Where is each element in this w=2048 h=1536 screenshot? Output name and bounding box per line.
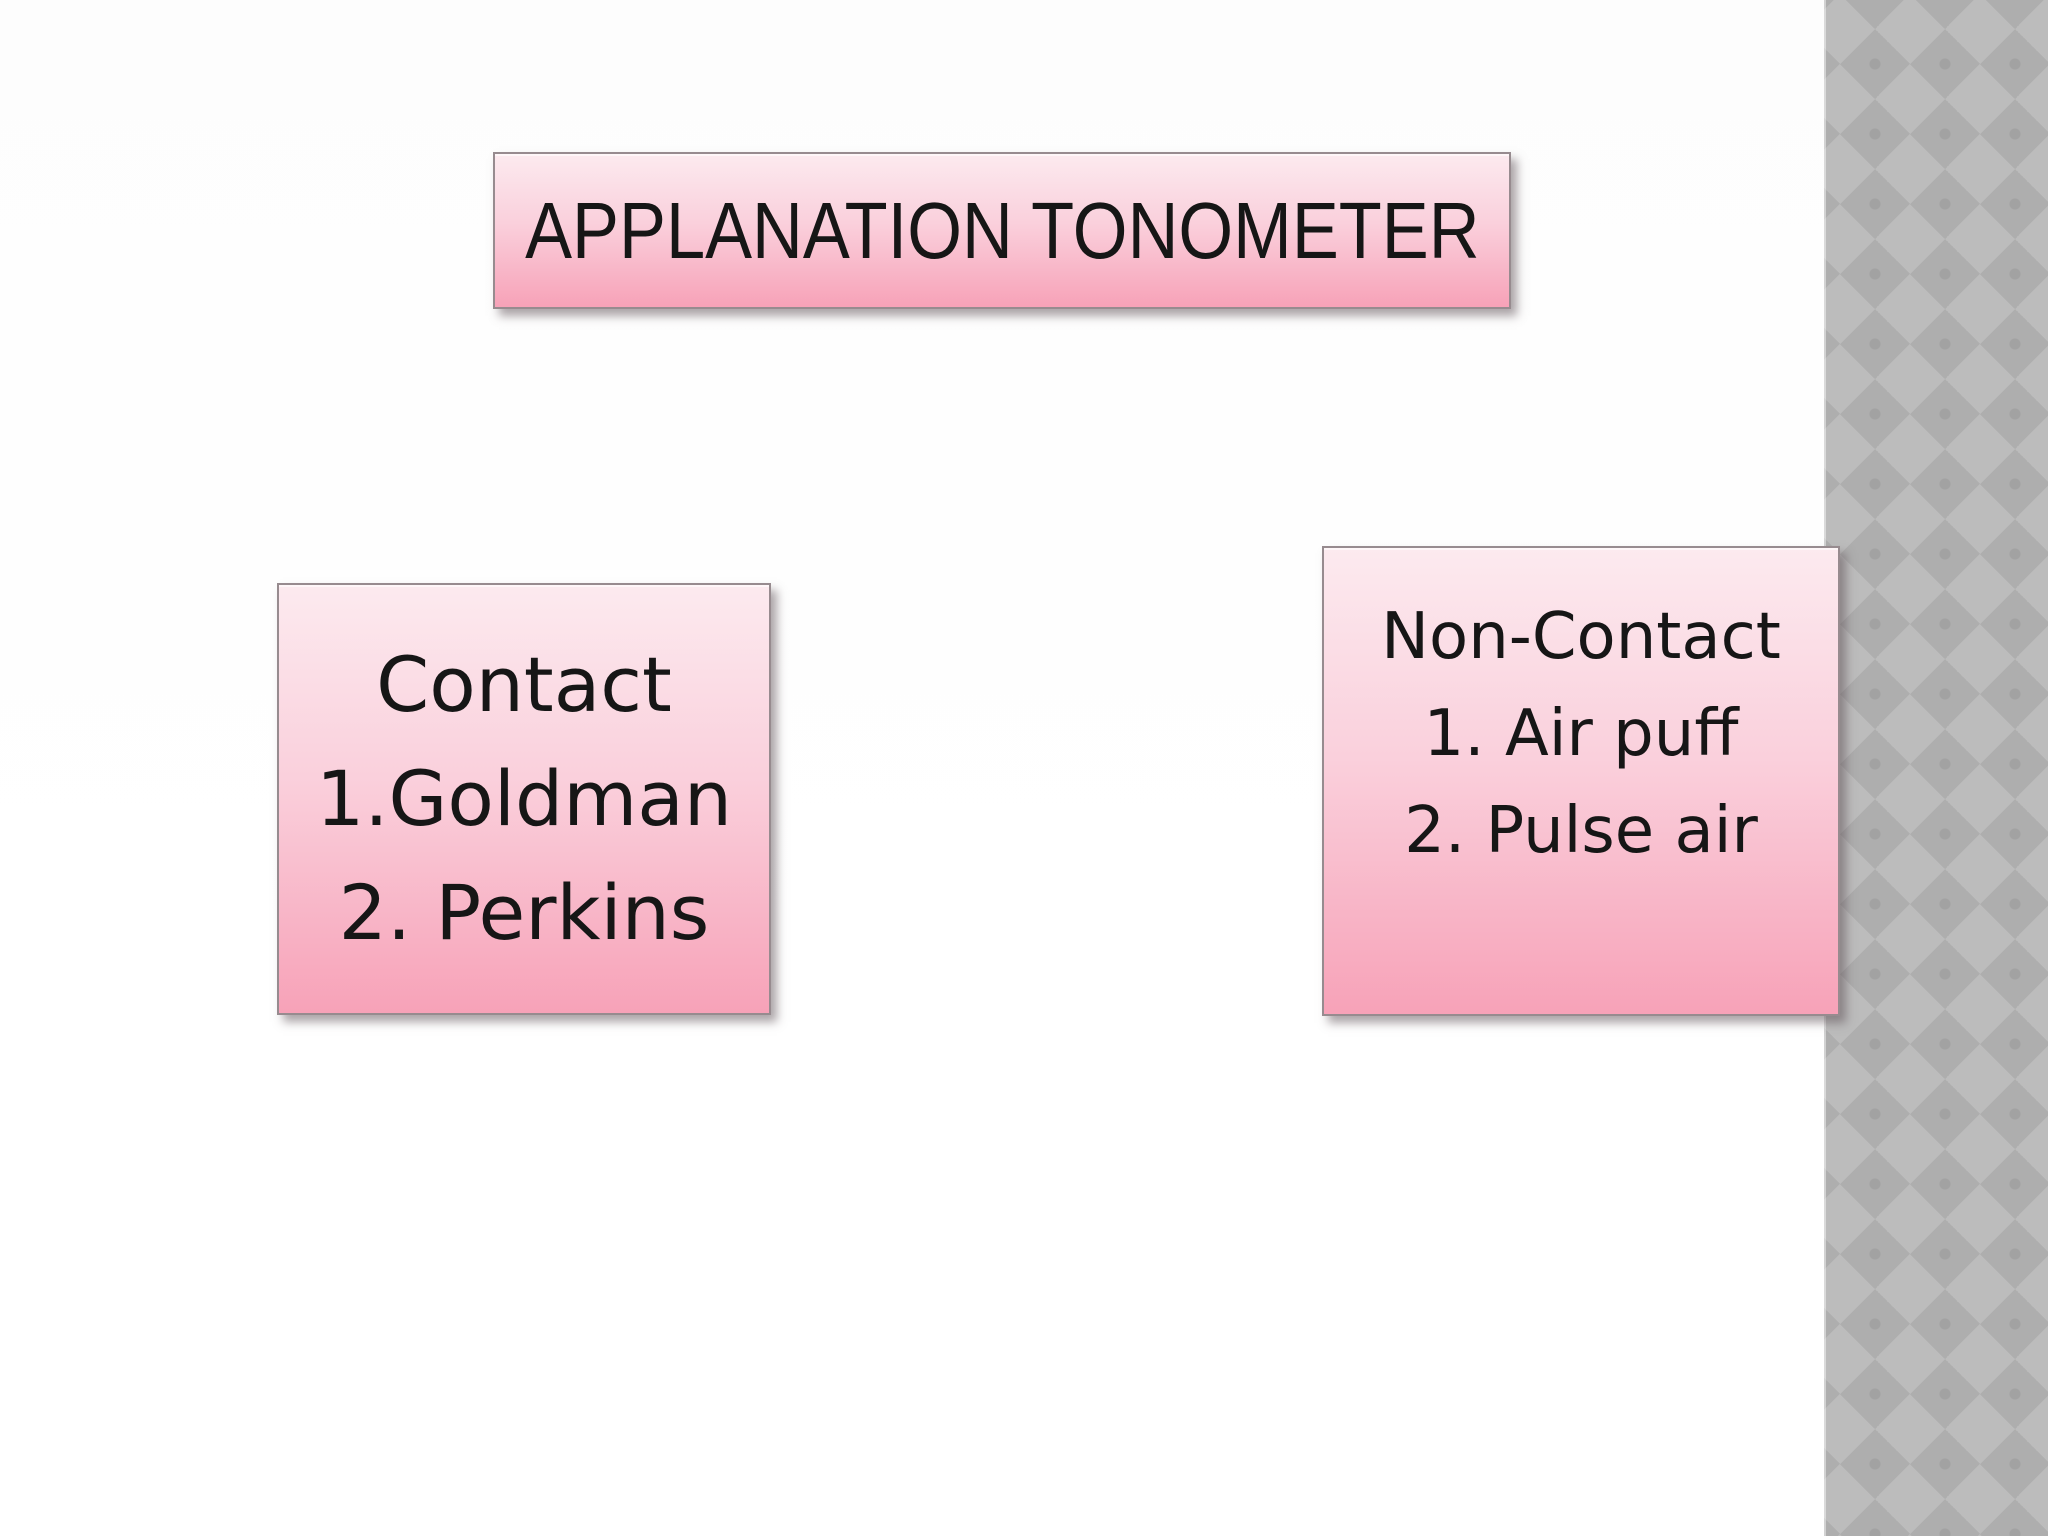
contact-box-item-1: 1.Goldman <box>315 754 733 843</box>
argyle-pattern-strip <box>1824 0 2048 1536</box>
title-banner: APPLANATION TONOMETER <box>493 152 1511 309</box>
noncontact-box-item-1: 1. Air puff <box>1423 697 1739 771</box>
contact-box-heading: Contact <box>376 640 672 729</box>
noncontact-box-heading: Non-Contact <box>1381 600 1781 674</box>
contact-box: Contact 1.Goldman 2. Perkins <box>277 583 771 1015</box>
slide-title: APPLANATION TONOMETER <box>524 185 1480 275</box>
noncontact-box: Non-Contact 1. Air puff 2. Pulse air <box>1322 546 1840 1016</box>
contact-box-item-2: 2. Perkins <box>338 868 710 957</box>
noncontact-box-item-2: 2. Pulse air <box>1404 794 1758 868</box>
